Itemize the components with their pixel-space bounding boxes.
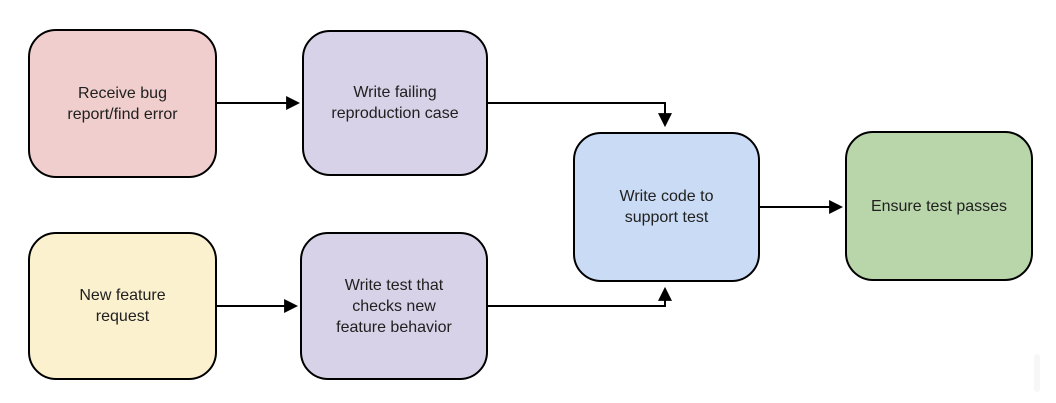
edge-write-test-to-write-code-arrow xyxy=(488,286,672,307)
node-new-feature-request[interactable]: New feature request xyxy=(28,232,217,380)
node-write-code-support-test[interactable]: Write code to support test xyxy=(573,132,760,282)
vertical-scrollbar-thumb[interactable] xyxy=(1034,354,1040,392)
node-receive-bug-report[interactable]: Receive bug report/find error xyxy=(28,29,217,178)
node-write-test-checks-feature[interactable]: Write test that checks new feature behav… xyxy=(300,232,488,380)
edge-write-failing-to-write-code-arrow xyxy=(488,102,672,128)
node-ensure-test-passes[interactable]: Ensure test passes xyxy=(845,131,1033,281)
node-write-failing-reproduction[interactable]: Write failing reproduction case xyxy=(302,30,488,176)
